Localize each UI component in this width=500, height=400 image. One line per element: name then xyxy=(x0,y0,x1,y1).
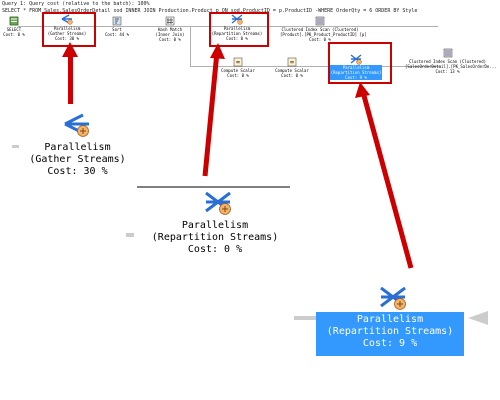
plan-connector xyxy=(190,66,440,67)
callout-repart1-label: Parallelism xyxy=(181,220,249,231)
compute-scalar-node-1[interactable]: = Compute Scalar Cost: 0 % xyxy=(220,57,256,78)
callout-repart2-sub: (Repartition Streams) xyxy=(326,326,454,337)
callout-repart1-cost: Cost: 0 % xyxy=(187,244,243,255)
plan-connector xyxy=(18,26,438,27)
compute1-label: Compute Scalar xyxy=(221,68,255,73)
callout-repart1-sub: (Repartition Streams) xyxy=(151,232,279,243)
callout-repartition-1: Parallelism (Repartition Streams) Cost: … xyxy=(140,190,290,256)
repart2-cost: Cost: 9 % xyxy=(345,75,367,80)
hash-label: Hash Match xyxy=(157,27,183,32)
sort-icon xyxy=(112,16,122,26)
ci-scan1-cost: Cost: 0 % xyxy=(309,37,331,42)
arrow-shaft-repartition-1 xyxy=(202,51,220,177)
repartition-streams-node-2[interactable]: Parallelism (Repartition Streams) Cost: … xyxy=(330,54,382,80)
repart2-selected-label: Parallelism (Repartition Streams) Cost: … xyxy=(330,65,382,80)
sort-cost: Cost: 44 % xyxy=(104,32,130,37)
repart1-cost: Cost: 0 % xyxy=(226,36,248,41)
parallelism-gather-icon xyxy=(64,113,89,137)
parallelism-icon xyxy=(350,54,362,65)
parallelism-icon xyxy=(231,14,243,25)
arrow-left-icon xyxy=(468,311,488,325)
gray-connector-left xyxy=(12,145,19,148)
gather-streams-node[interactable]: Parallelism (Gather Streams) Cost: 30 % xyxy=(42,14,92,41)
callout-gather-streams: Parallelism (Gather Streams) Cost: 30 % xyxy=(15,112,140,178)
parallelism-repartition-icon-large xyxy=(380,286,406,310)
parallelism-icon xyxy=(61,14,73,25)
sort-label: Sort xyxy=(112,27,122,32)
compute1-cost: Cost: 0 % xyxy=(227,73,249,78)
svg-text:=: = xyxy=(290,59,294,67)
gray-connector-mid xyxy=(126,233,134,237)
callout-repartition-2-selected: Parallelism (Repartition Streams) Cost: … xyxy=(316,312,464,356)
repart2-label: Parallelism xyxy=(342,65,370,70)
ci-scan2-cost: Cost: 13 % xyxy=(435,69,460,74)
repart1-sub: (Repartition Streams) xyxy=(211,31,263,36)
gray-connector-right xyxy=(294,316,316,320)
query-cost-header: Query 1: Query cost (relative to the bat… xyxy=(2,1,150,7)
ci-scan2-sub: [SalesOrderDetail].[PK_SalesOrderDe... xyxy=(405,64,497,69)
compute2-label: Compute Scalar xyxy=(275,68,309,73)
gather-cost: Cost: 30 % xyxy=(54,36,80,41)
index-scan-icon xyxy=(315,16,325,26)
clustered-index-scan-product-node[interactable]: Clustered Index Scan (Clustered) [Produc… xyxy=(280,16,367,42)
hash-match-node[interactable]: Hash Match (Inner Join) Cost: 0 % xyxy=(150,16,190,42)
svg-text:=: = xyxy=(236,59,240,67)
ci-scan2-label: Clustered Index Scan (Clustered) xyxy=(408,59,487,64)
gather-label: Parallelism xyxy=(53,26,81,31)
callout-gather-label: Parallelism xyxy=(44,142,111,153)
compute2-cost: Cost: 0 % xyxy=(281,73,303,78)
arrow-head-repartition-1 xyxy=(210,43,225,59)
hash-match-icon xyxy=(165,16,175,26)
gather-sub: (Gather Streams) xyxy=(47,31,87,36)
callout-gather-cost: Cost: 30 % xyxy=(47,166,108,177)
callout-repart2-label: Parallelism xyxy=(356,314,424,325)
select-node[interactable]: SELECT Cost: 0 % xyxy=(1,16,27,37)
arrow-head-gather xyxy=(62,42,78,57)
callout-repart2-cost: Cost: 9 % xyxy=(362,338,418,349)
arrow-head-repartition-2 xyxy=(355,82,370,98)
arrow-shaft-gather xyxy=(68,50,73,104)
compute-scalar-icon: = xyxy=(233,57,243,67)
select-icon xyxy=(9,16,19,26)
select-cost: Cost: 0 % xyxy=(3,32,25,37)
hash-cost: Cost: 0 % xyxy=(159,37,181,42)
arrow-shaft-repartition-2 xyxy=(360,91,414,269)
ci-scan1-sub: [Product].[PK_Product_ProductID] [p] xyxy=(280,32,367,37)
highlight-box-repartition-1 xyxy=(209,12,269,47)
repart2-sub: (Repartition Streams) xyxy=(330,70,382,75)
clustered-index-scan-salesorderdetail-node[interactable]: Clustered Index Scan (Clustered) [SalesO… xyxy=(405,48,497,74)
sort-node[interactable]: Sort Cost: 44 % xyxy=(102,16,132,37)
repartition-streams-node-1[interactable]: Parallelism (Repartition Streams) Cost: … xyxy=(209,14,265,41)
compute-scalar-icon: = xyxy=(287,57,297,67)
index-scan-icon xyxy=(443,48,452,58)
repart1-label: Parallelism xyxy=(223,26,251,31)
compute-scalar-node-2[interactable]: = Compute Scalar Cost: 0 % xyxy=(274,57,310,78)
plan-connector xyxy=(190,26,191,66)
callout-gather-sub: (Gather Streams) xyxy=(29,154,126,165)
ci-scan1-label: Clustered Index Scan (Clustered) xyxy=(281,27,359,32)
query-text: SELECT * FROM Sales.SalesOrderDetail sod… xyxy=(2,8,418,14)
hash-sub: (Inner Join) xyxy=(155,32,185,37)
parallelism-repartition-icon xyxy=(205,191,231,215)
select-label: SELECT xyxy=(6,27,22,32)
